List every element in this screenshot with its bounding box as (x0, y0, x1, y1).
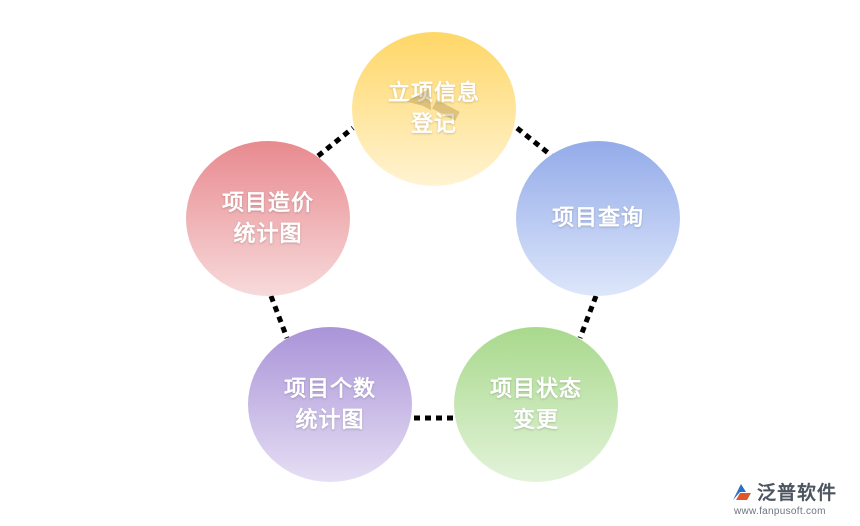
node-project-count-chart: 项目个数 统计图 (248, 327, 412, 482)
node-project-registration: 立项信息 登记 (352, 32, 516, 186)
node-project-cost-chart: 项目造价 统计图 (186, 141, 350, 296)
fanpu-logo-icon (733, 483, 751, 500)
node-label-line2: 变更 (512, 407, 559, 433)
node-label-line1: 项目状态 (489, 376, 582, 402)
node-label-line2: 登记 (410, 112, 457, 137)
connector-n5-n1 (316, 126, 355, 158)
brand-name: 泛普软件 (757, 482, 838, 504)
node-label-line1: 项目查询 (551, 206, 644, 231)
brand-logo: 泛普软件 www.fanpusoft.com (730, 478, 856, 518)
connector-n1-n2 (515, 126, 554, 158)
connector-n4-n5 (268, 295, 290, 339)
node-label-line1: 项目造价 (221, 190, 314, 216)
node-project-query: 项目查询 (516, 141, 680, 296)
brand-url: www.fanpusoft.com (734, 506, 826, 517)
node-label-line2: 统计图 (233, 221, 303, 247)
node-label-line2: 统计图 (295, 407, 365, 433)
node-label-line1: 立项信息 (387, 81, 480, 106)
connector-n2-n3 (577, 295, 599, 339)
node-project-status-change: 项目状态 变更 (454, 327, 618, 482)
node-label-line1: 项目个数 (283, 376, 376, 402)
